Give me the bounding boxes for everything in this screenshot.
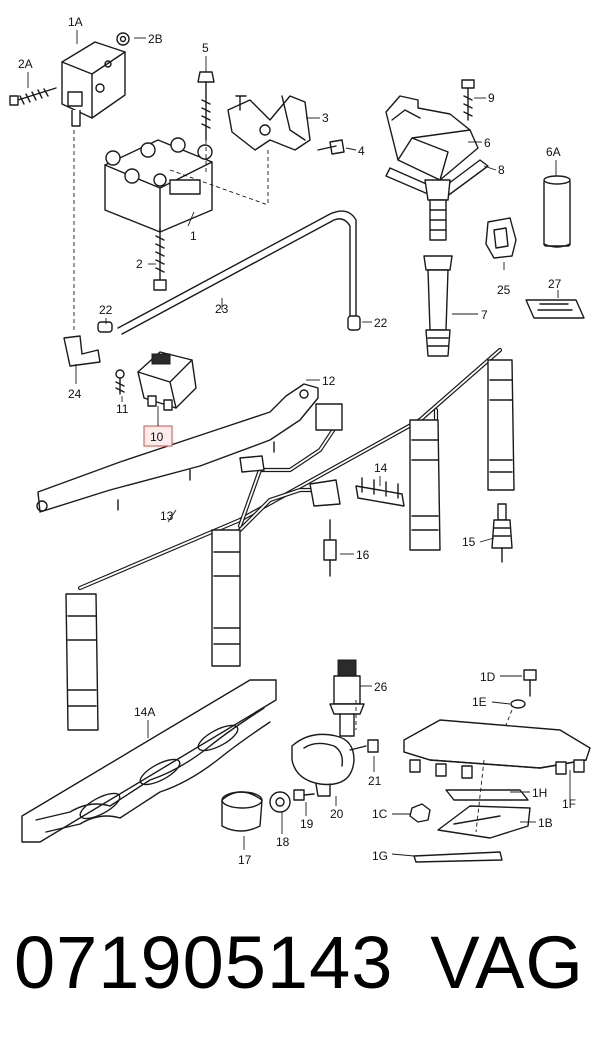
callout-1C: 1C: [372, 807, 388, 821]
brand-label: VAG: [430, 921, 584, 1004]
callout-8: 8: [498, 163, 505, 177]
bolt-2[interactable]: [153, 227, 167, 291]
exploded-parts-diagram: 1A 2B 2A 5 3 4 9 6 8 6A 1 2 23 22 22 7 2…: [9, 15, 591, 867]
ignition-coil-6[interactable]: [385, 95, 479, 181]
elbow-24[interactable]: [63, 335, 101, 367]
callout-21: 21: [368, 774, 382, 788]
callout-22-left: 22: [99, 303, 113, 317]
callout-5: 5: [202, 41, 209, 55]
callout-1A: 1A: [68, 15, 83, 29]
callout-14A: 14A: [134, 705, 155, 719]
callout-2B: 2B: [148, 32, 163, 46]
clip-25[interactable]: [485, 217, 517, 259]
ignition-wire-set-13[interactable]: [65, 347, 515, 731]
bolt-4[interactable]: [317, 139, 345, 155]
bolt-9[interactable]: [461, 79, 475, 121]
part-number: 071905143: [14, 921, 394, 1004]
ignition-coil-1A[interactable]: [61, 41, 126, 127]
cover-14A[interactable]: [21, 679, 277, 843]
callout-16: 16: [356, 548, 370, 562]
coil-rail-1F[interactable]: [403, 719, 591, 779]
callout-23: 23: [215, 302, 229, 316]
nut-1C[interactable]: [409, 803, 431, 823]
callout-19: 19: [300, 817, 314, 831]
callout-6: 6: [484, 136, 491, 150]
hose-end-22-left[interactable]: [97, 321, 113, 333]
component-6A[interactable]: [543, 175, 571, 248]
bracket-1H[interactable]: [445, 789, 529, 801]
callout-4: 4: [358, 144, 365, 158]
callout-12: 12: [322, 374, 336, 388]
bolt-11[interactable]: [115, 369, 125, 395]
leader-lines: [27, 30, 571, 857]
callout-1D: 1D: [480, 670, 496, 684]
callout-3: 3: [322, 111, 329, 125]
clamp-20[interactable]: [291, 733, 355, 797]
sensor-26[interactable]: [329, 659, 365, 737]
harness-bracket-12[interactable]: [36, 383, 319, 513]
callout-22-right: 22: [374, 316, 388, 330]
bushing-17[interactable]: [221, 791, 263, 832]
callout-1G: 1G: [372, 849, 388, 863]
callout-2: 2: [136, 257, 143, 271]
coil-boot-6[interactable]: [424, 179, 451, 241]
callout-27: 27: [548, 277, 562, 291]
callout-7: 7: [481, 308, 488, 322]
callout-17: 17: [238, 853, 252, 867]
hose-end-22-right[interactable]: [347, 315, 361, 331]
callout-20: 20: [330, 807, 344, 821]
callout-24: 24: [68, 387, 82, 401]
washer-18[interactable]: [269, 791, 291, 813]
bracket-3[interactable]: [227, 95, 311, 151]
callout-6A: 6A: [546, 145, 561, 159]
control-unit-10[interactable]: [137, 351, 197, 411]
plug-16[interactable]: [323, 519, 337, 577]
bolt-1D[interactable]: [523, 669, 537, 697]
callout-1H: 1H: [532, 786, 547, 800]
callout-1E: 1E: [472, 695, 487, 709]
footer: 071905143 VAG: [0, 918, 600, 1028]
wire-holder-14[interactable]: [355, 477, 405, 507]
bolt-21[interactable]: [349, 739, 379, 753]
callout-25: 25: [497, 283, 511, 297]
callout-2A: 2A: [18, 57, 33, 71]
vacuum-line-23[interactable]: [117, 210, 357, 335]
nut-2B[interactable]: [116, 32, 130, 46]
callout-1F: 1F: [562, 797, 576, 811]
spark-plug-connector-7[interactable]: [423, 255, 453, 357]
callout-10: 10: [150, 430, 164, 444]
callout-13: 13: [160, 509, 174, 523]
plate-1G[interactable]: [413, 851, 503, 863]
washer-1E[interactable]: [510, 699, 526, 709]
callout-26: 26: [374, 680, 388, 694]
shield-1B[interactable]: [437, 805, 531, 839]
callout-14: 14: [374, 461, 388, 475]
spark-plug-15[interactable]: [491, 503, 513, 563]
callout-1: 1: [190, 229, 197, 243]
callout-15: 15: [462, 535, 476, 549]
bolt-5[interactable]: [197, 71, 215, 141]
badge-27[interactable]: [525, 299, 585, 319]
callout-9: 9: [488, 91, 495, 105]
screw-2A[interactable]: [9, 87, 57, 106]
callout-11: 11: [116, 402, 129, 416]
callout-1B: 1B: [538, 816, 553, 830]
ignition-module-1[interactable]: [104, 137, 213, 233]
bolt-19[interactable]: [293, 789, 315, 801]
callout-18: 18: [276, 835, 290, 849]
